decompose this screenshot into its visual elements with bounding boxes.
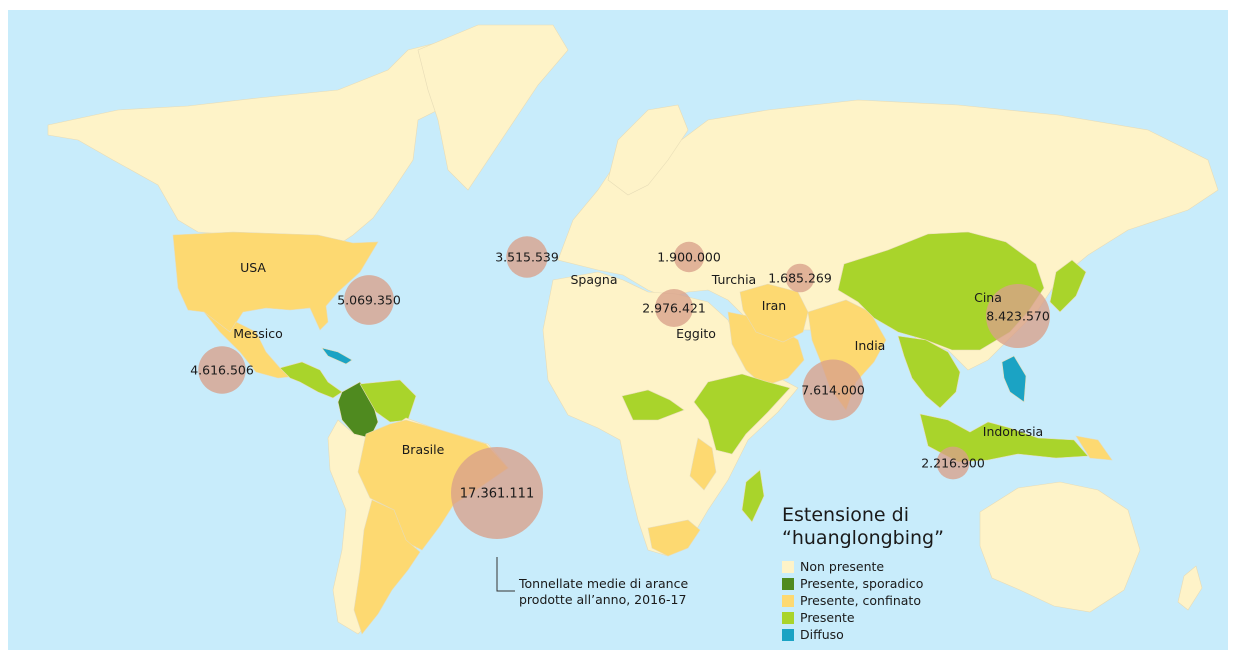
- legend-swatch: [782, 560, 794, 573]
- country-label-eggito: Eggito: [676, 326, 716, 341]
- country-label-messico: Messico: [233, 326, 283, 341]
- legend-title-line-2: “huanglongbing”: [782, 527, 944, 549]
- production-value-iran: 1.685.269: [768, 271, 832, 286]
- country-south-africa: [647, 519, 701, 557]
- landmass-central-america: [279, 361, 343, 399]
- production-bubble-cina: [986, 284, 1050, 348]
- country-label-brasile: Brasile: [402, 442, 445, 457]
- legend-item: Presente: [782, 609, 1042, 626]
- legend-item: Non presente: [782, 558, 1042, 575]
- region-southeast-asia: [897, 335, 961, 409]
- region-central-africa: [621, 389, 685, 421]
- country-label-cina: Cina: [974, 290, 1002, 305]
- production-bubbles: 5.069.350 4.616.506 17.361.111 3.515.539 1.9…: [190, 236, 1050, 539]
- production-value-eggito: 2.976.421: [642, 301, 706, 316]
- country-label-iran: Iran: [762, 298, 786, 313]
- production-bubble-indonesia: [936, 446, 970, 480]
- production-value-indonesia: 2.216.900: [921, 456, 985, 471]
- country-label-usa: USA: [240, 260, 266, 275]
- production-bubble-india: [802, 359, 864, 421]
- note-line-2: prodotte all’anno, 2016-17: [519, 592, 687, 607]
- legend: Estensione di “huanglongbing” Non presen…: [782, 504, 1042, 643]
- production-bubble-iran: [785, 263, 815, 293]
- bubble-size-note: Tonnellate medie di arance prodotte all’…: [519, 576, 739, 608]
- country-label-indonesia: Indonesia: [983, 424, 1043, 439]
- production-value-spagna: 3.515.539: [495, 250, 559, 265]
- land-layer: [47, 24, 1219, 635]
- legend-label: Presente, confinato: [800, 593, 921, 608]
- country-iran: [739, 283, 809, 343]
- landmass-north-america: [47, 39, 479, 246]
- country-label-india: India: [855, 338, 886, 353]
- production-bubble-spagna: [506, 236, 548, 278]
- production-bubble-usa: [344, 275, 394, 325]
- production-bubble-brasile: [451, 447, 543, 539]
- note-leader-line: [496, 557, 515, 592]
- legend-swatch: [782, 628, 794, 641]
- island-madagascar: [741, 469, 765, 523]
- legend-swatch: [782, 611, 794, 624]
- production-value-cina: 8.423.570: [986, 309, 1050, 324]
- island-new-zealand: [1177, 565, 1203, 611]
- production-value-india: 7.614.000: [801, 383, 865, 398]
- legend-label: Presente: [800, 610, 855, 625]
- island-caribbean: [321, 347, 353, 365]
- note-line-1: Tonnellate medie di arance: [519, 576, 689, 591]
- production-value-messico: 4.616.506: [190, 363, 254, 378]
- world-map: 5.069.350 4.616.506 17.361.111 3.515.539 1.9…: [8, 10, 1228, 650]
- production-value-brasile: 17.361.111: [460, 487, 534, 502]
- production-bubble-turchia: [673, 241, 705, 273]
- country-argentina: [353, 499, 421, 635]
- landmass-scandinavia: [607, 104, 689, 196]
- legend-label: Non presente: [800, 559, 885, 574]
- region-southern-africa: [689, 437, 717, 491]
- legend-title-line-1: Estensione di: [782, 504, 909, 526]
- map-canvas: 5.069.350 4.616.506 17.361.111 3.515.539 1.9…: [8, 10, 1228, 650]
- country-label-turchia: Turchia: [711, 272, 756, 287]
- country-label-spagna: Spagna: [570, 272, 617, 287]
- legend-item: Diffuso: [782, 626, 1042, 643]
- country-japan: [1049, 259, 1087, 313]
- legend-swatch: [782, 594, 794, 607]
- legend-label: Diffuso: [800, 627, 844, 642]
- island-new-guinea: [1075, 435, 1113, 461]
- legend-item: Presente, confinato: [782, 592, 1042, 609]
- island-philippines: [1001, 355, 1027, 403]
- production-value-turchia: 1.900.000: [657, 250, 721, 265]
- production-bubble-eggito: [655, 289, 693, 327]
- landmass-australia: [979, 481, 1141, 613]
- legend-label: Presente, sporadico: [800, 576, 924, 591]
- landmass-greenland: [417, 24, 569, 191]
- production-bubble-messico: [198, 346, 246, 394]
- production-value-usa: 5.069.350: [337, 293, 401, 308]
- legend-item: Presente, sporadico: [782, 575, 1042, 592]
- region-east-africa: [693, 373, 791, 455]
- legend-swatch: [782, 577, 794, 590]
